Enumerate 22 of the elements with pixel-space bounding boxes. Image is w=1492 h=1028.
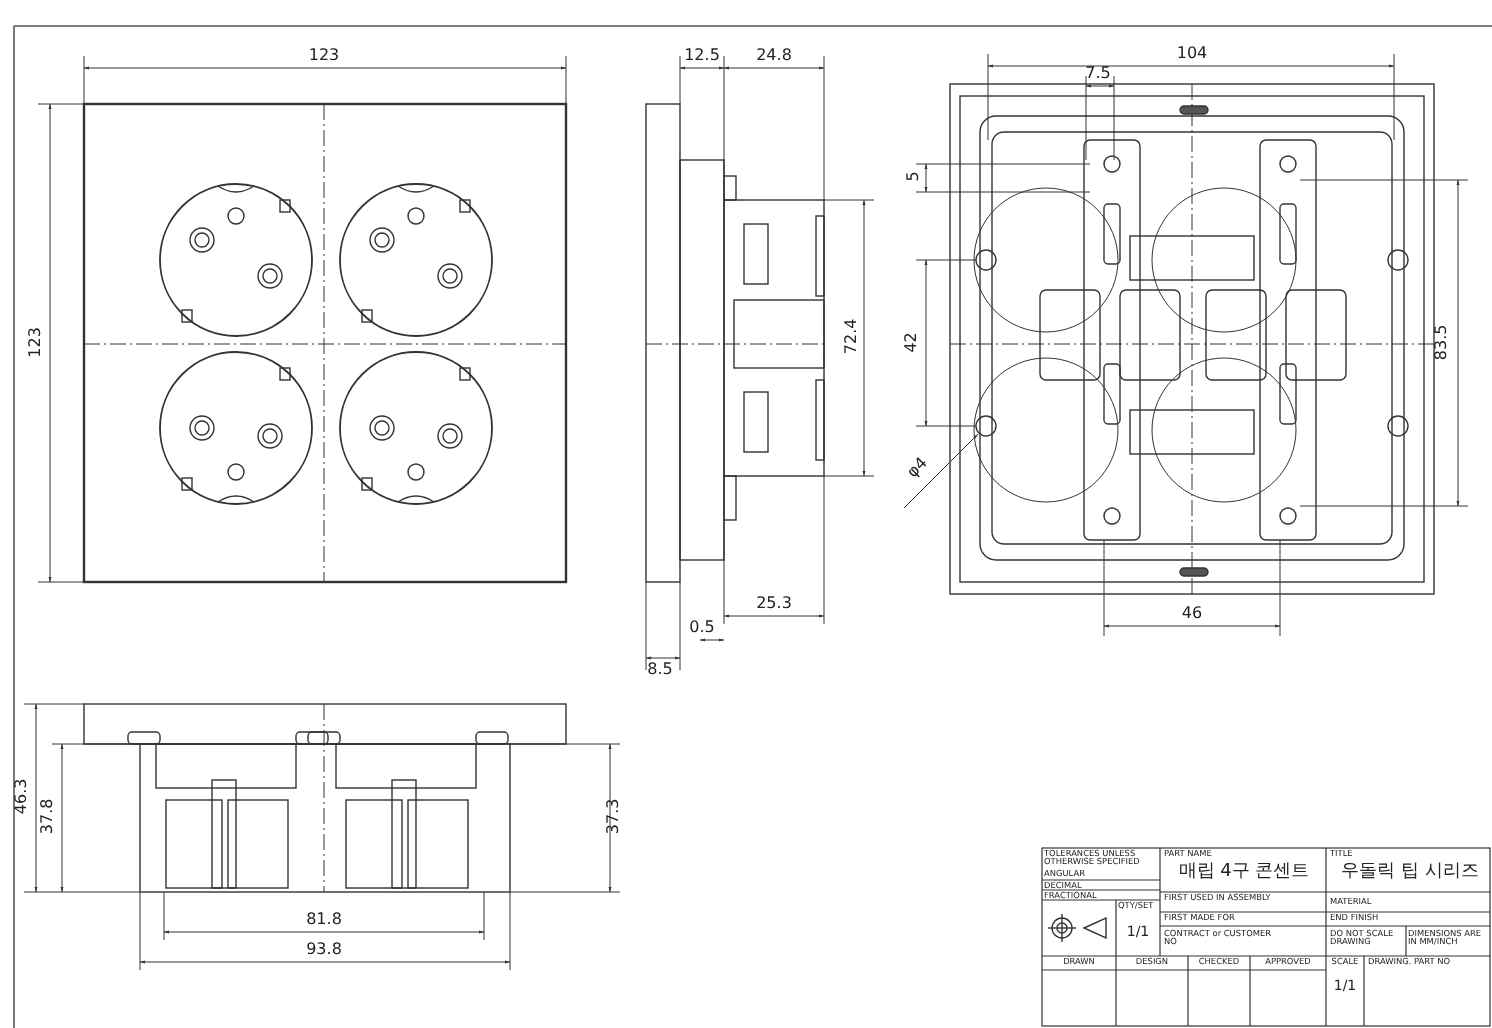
dimension-label: 0.5 — [687, 620, 717, 637]
dimension-label: 93.8 — [304, 942, 344, 959]
dimension-label: 5 — [905, 169, 923, 186]
dimension-label: 104 — [1174, 46, 1210, 63]
dimension-label: 46.3 — [13, 776, 31, 817]
title-value: 우돌릭 팁 시리즈 — [1339, 864, 1481, 883]
dimension-label: 12.5 — [682, 48, 722, 65]
dimension-label: 42 — [903, 330, 921, 357]
dimension-label: 7.5 — [1083, 66, 1113, 83]
dimension-label: 8.5 — [645, 662, 675, 679]
dimension-label: 37.3 — [605, 796, 623, 837]
dimension-label: 123 — [306, 48, 342, 65]
dimension-label: 123 — [27, 325, 45, 362]
dimension-label: 37.8 — [39, 796, 57, 837]
dimension-label: 25.3 — [754, 596, 794, 613]
dimension-label: φ4 — [902, 452, 933, 485]
dimension-label: 83.5 — [1433, 322, 1451, 363]
part-name-value: 매립 4구 콘센트 — [1176, 864, 1312, 883]
dimension-label: 24.8 — [754, 48, 794, 65]
dimension-label: 46 — [1179, 606, 1205, 623]
dimension-label: 81.8 — [304, 912, 344, 929]
dimension-label: 72.4 — [843, 316, 861, 357]
